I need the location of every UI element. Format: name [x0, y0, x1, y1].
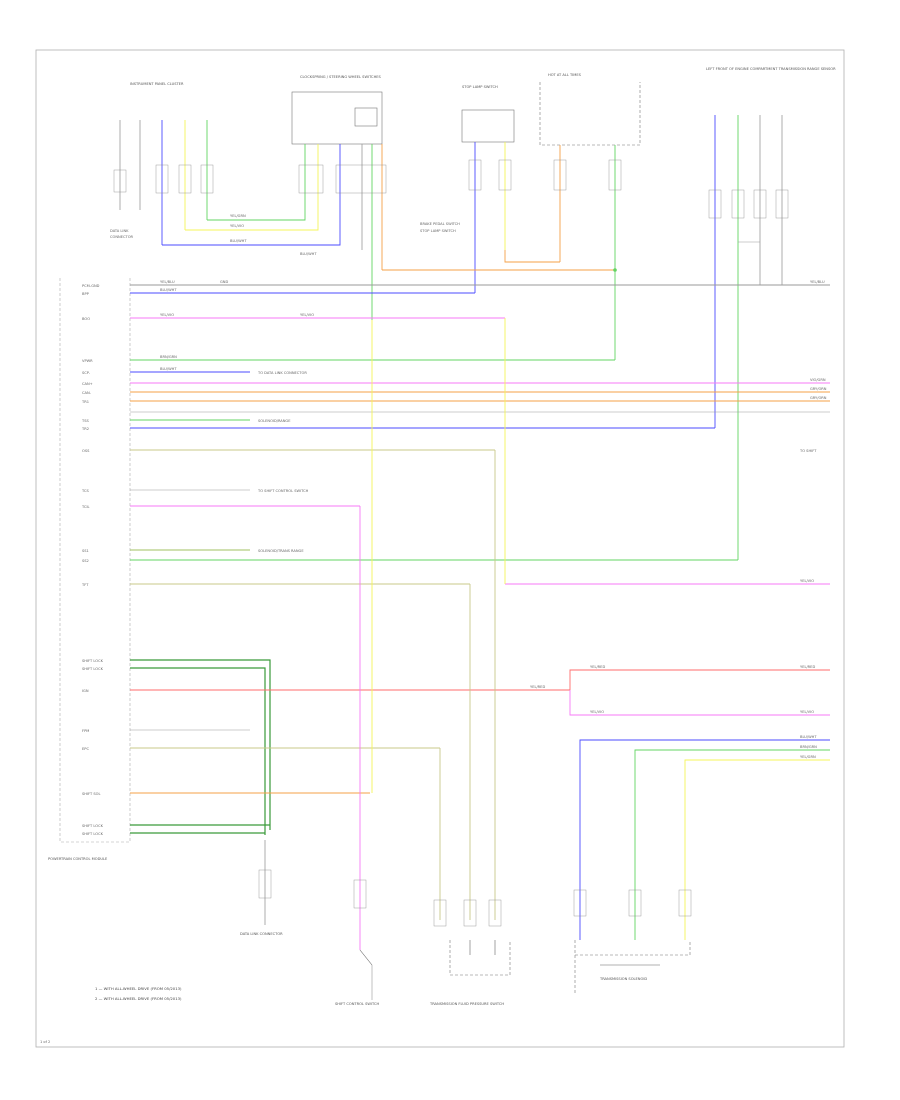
svg-text:SHIFT LOCK: SHIFT LOCK — [82, 824, 104, 828]
svg-text:SHIFT LOCK: SHIFT LOCK — [82, 659, 104, 663]
transmission-pressure-switch: TRANSMISSION FLUID PRESSURE SWITCH — [429, 899, 511, 1006]
pcm-outline — [59, 278, 131, 843]
svg-text:GND: GND — [220, 280, 228, 284]
svg-text:BRN/GRN: BRN/GRN — [800, 745, 817, 749]
svg-text:YEL/VIO: YEL/VIO — [300, 313, 314, 317]
data-link-label: DATA LINK CONNECTOR — [240, 932, 283, 936]
shift-control-switch: SHIFT CONTROL SWITCH — [335, 879, 379, 1006]
page-indicator: 1 of 2 — [40, 1040, 50, 1044]
svg-text:DATA LINK: DATA LINK — [110, 229, 129, 233]
svg-text:BLU/WHT: BLU/WHT — [300, 252, 317, 256]
svg-text:SOLENOID/TRANS RANGE: SOLENOID/TRANS RANGE — [258, 549, 304, 553]
svg-text:GRY/ORN: GRY/ORN — [810, 396, 827, 400]
svg-text:SS1: SS1 — [82, 549, 89, 553]
svg-text:YEL/GRN: YEL/GRN — [230, 214, 246, 218]
svg-text:FPM: FPM — [82, 729, 89, 733]
instrument-cluster-connector: INSTRUMENT PANEL CLUSTER DATA LINK CONNE… — [110, 82, 214, 245]
svg-text:YEL/VIO: YEL/VIO — [230, 224, 244, 228]
data-link-connector: DATA LINK CONNECTOR — [240, 840, 283, 936]
instrument-cluster-label: INSTRUMENT PANEL CLUSTER — [130, 82, 184, 86]
clockspring-label: CLOCKSPRING / STEERING WHEEL SWITCHES — [300, 75, 382, 79]
pcm-harness: PCM-GND YEL/BLU GND YEL/BLU BPP BLU/WHT … — [81, 280, 830, 836]
svg-text:BLU/WHT: BLU/WHT — [160, 367, 177, 371]
shift-control-label: SHIFT CONTROL SWITCH — [335, 1002, 379, 1006]
svg-text:YEL/BLU: YEL/BLU — [810, 280, 825, 284]
svg-text:YEL/RED: YEL/RED — [590, 665, 605, 669]
svg-text:CAN+: CAN+ — [82, 382, 93, 386]
svg-text:BLU/WHT: BLU/WHT — [800, 735, 817, 739]
diagram-frame — [35, 49, 845, 1048]
solenoid-label: TRANSMISSION SOLENOID — [599, 977, 647, 981]
svg-text:EPC: EPC — [82, 747, 89, 751]
svg-text:YEL/RED: YEL/RED — [530, 685, 545, 689]
svg-text:YEL/GRN: YEL/GRN — [800, 755, 816, 759]
svg-text:GRY/ORN: GRY/ORN — [810, 387, 827, 391]
svg-text:OSS: OSS — [82, 449, 90, 453]
svg-text:IGN: IGN — [82, 689, 89, 693]
pcm-label: POWERTRAIN CONTROL MODULE — [48, 857, 108, 861]
svg-text:SHIFT LOCK: SHIFT LOCK — [82, 667, 104, 671]
svg-text:TO DATA LINK CONNECTOR: TO DATA LINK CONNECTOR — [257, 371, 307, 375]
svg-text:YEL/VIO: YEL/VIO — [590, 710, 604, 714]
svg-text:YEL/VIO: YEL/VIO — [800, 710, 814, 714]
svg-text:BPP: BPP — [82, 292, 90, 296]
svg-text:YEL/BLU: YEL/BLU — [160, 280, 175, 284]
stop-lamp-label: STOP LAMP SWITCH — [462, 85, 498, 89]
svg-text:TCIL: TCIL — [81, 505, 90, 509]
stop-lamp-switch: STOP LAMP SWITCH BRAKE PEDAL SWITCH STOP… — [420, 85, 515, 290]
svg-text:SOLENOID/RANGE: SOLENOID/RANGE — [258, 419, 291, 423]
svg-text:TO SHIFT CONTROL SWITCH: TO SHIFT CONTROL SWITCH — [257, 489, 309, 493]
note-1: 1 — WITH ALL-WHEEL DRIVE (FROM 05/2013) — [95, 986, 182, 991]
svg-text:TO SHIFT: TO SHIFT — [799, 449, 817, 453]
svg-text:TCS: TCS — [81, 489, 89, 493]
svg-text:SHIFT SOL: SHIFT SOL — [82, 792, 101, 796]
svg-text:SS2: SS2 — [82, 559, 89, 563]
svg-text:TR1: TR1 — [81, 400, 89, 404]
svg-text:BRN/GRN: BRN/GRN — [160, 355, 177, 359]
svg-text:YEL/RED: YEL/RED — [800, 665, 815, 669]
svg-text:BOO: BOO — [82, 317, 90, 321]
svg-text:YEL/VIO: YEL/VIO — [160, 313, 174, 317]
svg-text:PCM-GND: PCM-GND — [82, 284, 100, 288]
svg-text:TFT: TFT — [81, 583, 89, 587]
fuse-box-label: HOT AT ALL TIMES — [548, 73, 582, 77]
transmission-range-sensor: LEFT FRONT OF ENGINE COMPARTMENT TRANSMI… — [706, 67, 836, 560]
svg-text:VIO/GRN: VIO/GRN — [810, 378, 826, 382]
note-2: 2 — WITH ALL-WHEEL DRIVE (FROM 05/2013) — [95, 996, 182, 1001]
clockspring-connector: CLOCKSPRING / STEERING WHEEL SWITCHES — [291, 75, 387, 320]
svg-text:YEL/VIO: YEL/VIO — [800, 579, 814, 583]
transmission-solenoid: TRANSMISSION SOLENOID — [573, 889, 692, 995]
svg-text:VPWR: VPWR — [82, 359, 93, 363]
trs-label: LEFT FRONT OF ENGINE COMPARTMENT TRANSMI… — [706, 67, 836, 71]
svg-text:STOP LAMP SWITCH: STOP LAMP SWITCH — [420, 229, 456, 233]
svg-text:BRAKE PEDAL SWITCH: BRAKE PEDAL SWITCH — [420, 222, 460, 226]
svg-text:TR2: TR2 — [81, 427, 89, 431]
svg-text:SCP-: SCP- — [82, 371, 91, 375]
pressure-switch-label: TRANSMISSION FLUID PRESSURE SWITCH — [429, 1002, 504, 1006]
svg-text:BLU/WHT: BLU/WHT — [160, 288, 177, 292]
svg-text:BLU/WHT: BLU/WHT — [230, 239, 247, 243]
svg-text:CONNECTOR: CONNECTOR — [110, 235, 134, 239]
svg-text:CAN-: CAN- — [82, 391, 92, 395]
svg-text:TSS: TSS — [81, 419, 89, 423]
svg-text:SHIFT LOCK: SHIFT LOCK — [82, 832, 104, 836]
fuse-box: HOT AT ALL TIMES — [539, 73, 641, 270]
